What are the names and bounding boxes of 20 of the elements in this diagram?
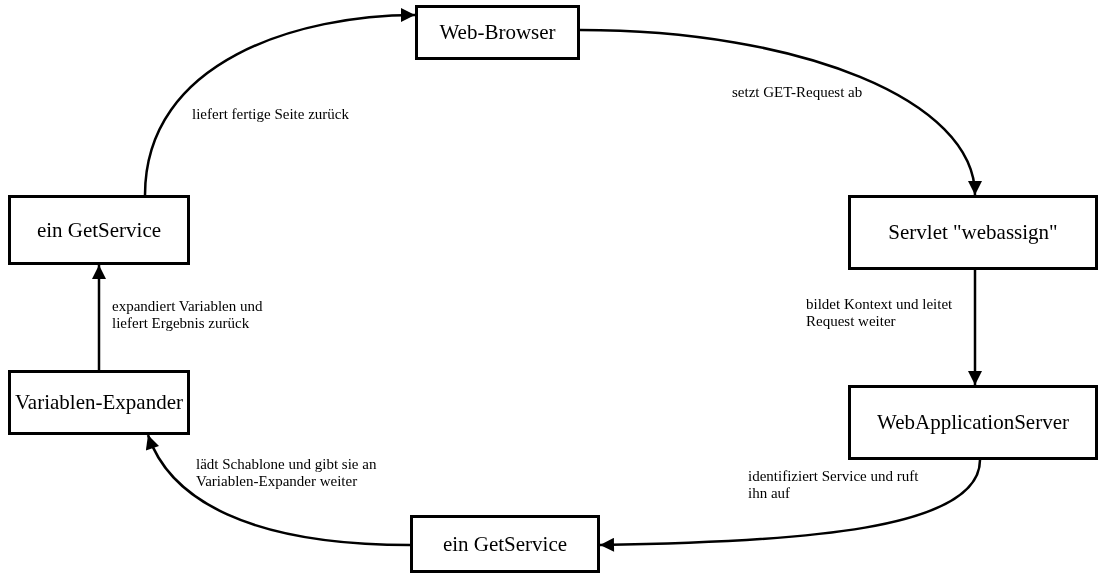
arrow — [968, 270, 982, 385]
edge-label: setzt GET-Request ab — [732, 84, 863, 102]
arrow — [92, 265, 106, 370]
process-box — [848, 385, 1098, 460]
arrow — [599, 459, 982, 552]
arrow — [143, 8, 416, 196]
process-box — [415, 5, 580, 60]
box-label: Servlet "webassign" — [888, 219, 1058, 246]
process-box — [410, 515, 600, 573]
process-box — [848, 195, 1098, 270]
box-label: Web-Browser — [439, 19, 556, 46]
box-label: ein GetService — [36, 216, 162, 244]
box-label: WebApplicationServer — [877, 409, 1069, 436]
process-box — [8, 195, 190, 265]
edge-label: liefert fertige Seite zurück — [192, 106, 349, 124]
box-label: ein GetService — [442, 530, 568, 558]
arrow — [579, 28, 980, 196]
process-box — [8, 370, 190, 435]
arrow — [146, 434, 411, 547]
box-label: Variablen-Expander — [15, 389, 183, 416]
